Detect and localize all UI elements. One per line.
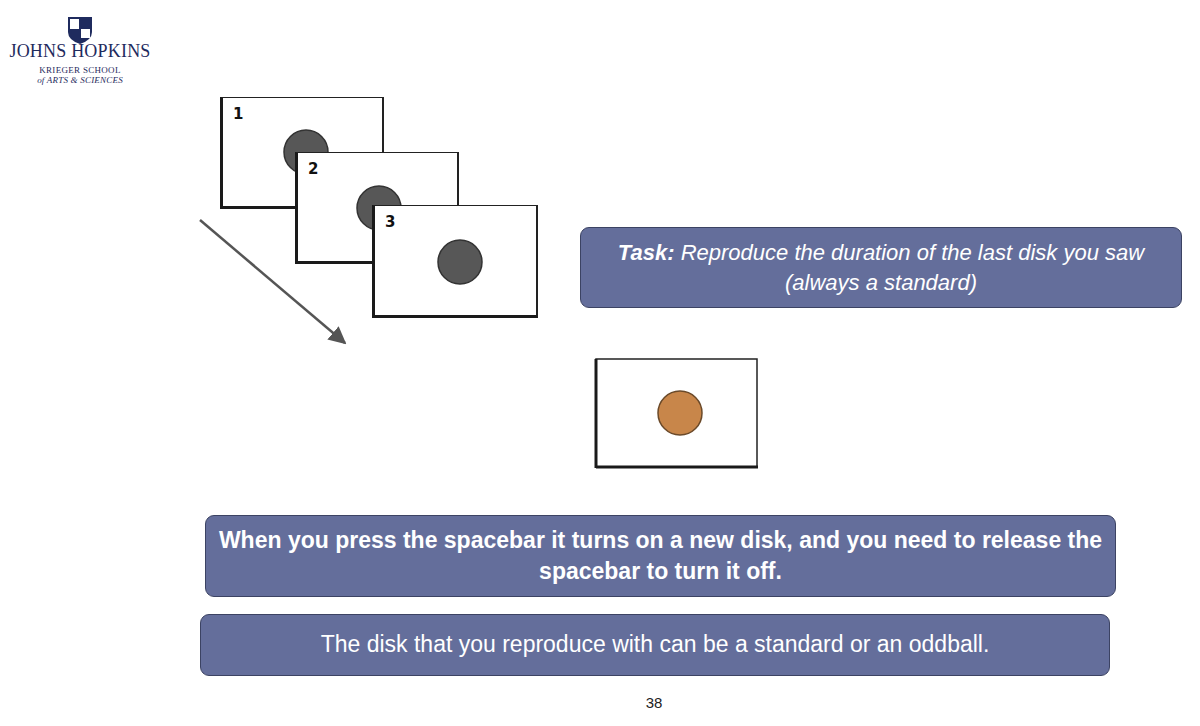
orange-disk: [658, 391, 702, 435]
frame-edge: [596, 466, 758, 469]
frame-number: 3: [385, 213, 395, 231]
instruction-text: Task:: [618, 240, 675, 265]
stimulus-frame: 3: [372, 205, 538, 318]
frame-number: 2: [308, 160, 318, 178]
response-frame: [596, 359, 758, 468]
university-shield: [68, 17, 92, 44]
shield-quarter: [81, 29, 90, 38]
logo-text: KRIEGER SCHOOL: [39, 65, 120, 75]
page-number: 38: [646, 694, 663, 711]
disk-symbol: [435, 237, 485, 287]
shield-quarter: [70, 19, 79, 29]
frame-edge: [595, 359, 598, 468]
frame-outline: [596, 359, 757, 467]
instruction-text: Reproduce the duration of the last disk …: [681, 240, 1145, 295]
instruction-box: When you press the spacebar it turns on …: [205, 515, 1116, 597]
instruction-text: When you press the spacebar it turns on …: [219, 527, 1102, 584]
instruction-box: Task:Reproduce the duration of the last …: [580, 227, 1182, 308]
instruction-box: The disk that you reproduce with can be …: [200, 614, 1110, 676]
frame-number: 1: [233, 105, 243, 123]
grey-disk: [438, 240, 482, 284]
instruction-text: The disk that you reproduce with can be …: [321, 631, 990, 657]
shield-outline: [68, 17, 92, 44]
logo-text: of ARTS & SCIENCES: [37, 75, 123, 85]
logo-text: JOHNS HOPKINS: [9, 41, 150, 62]
